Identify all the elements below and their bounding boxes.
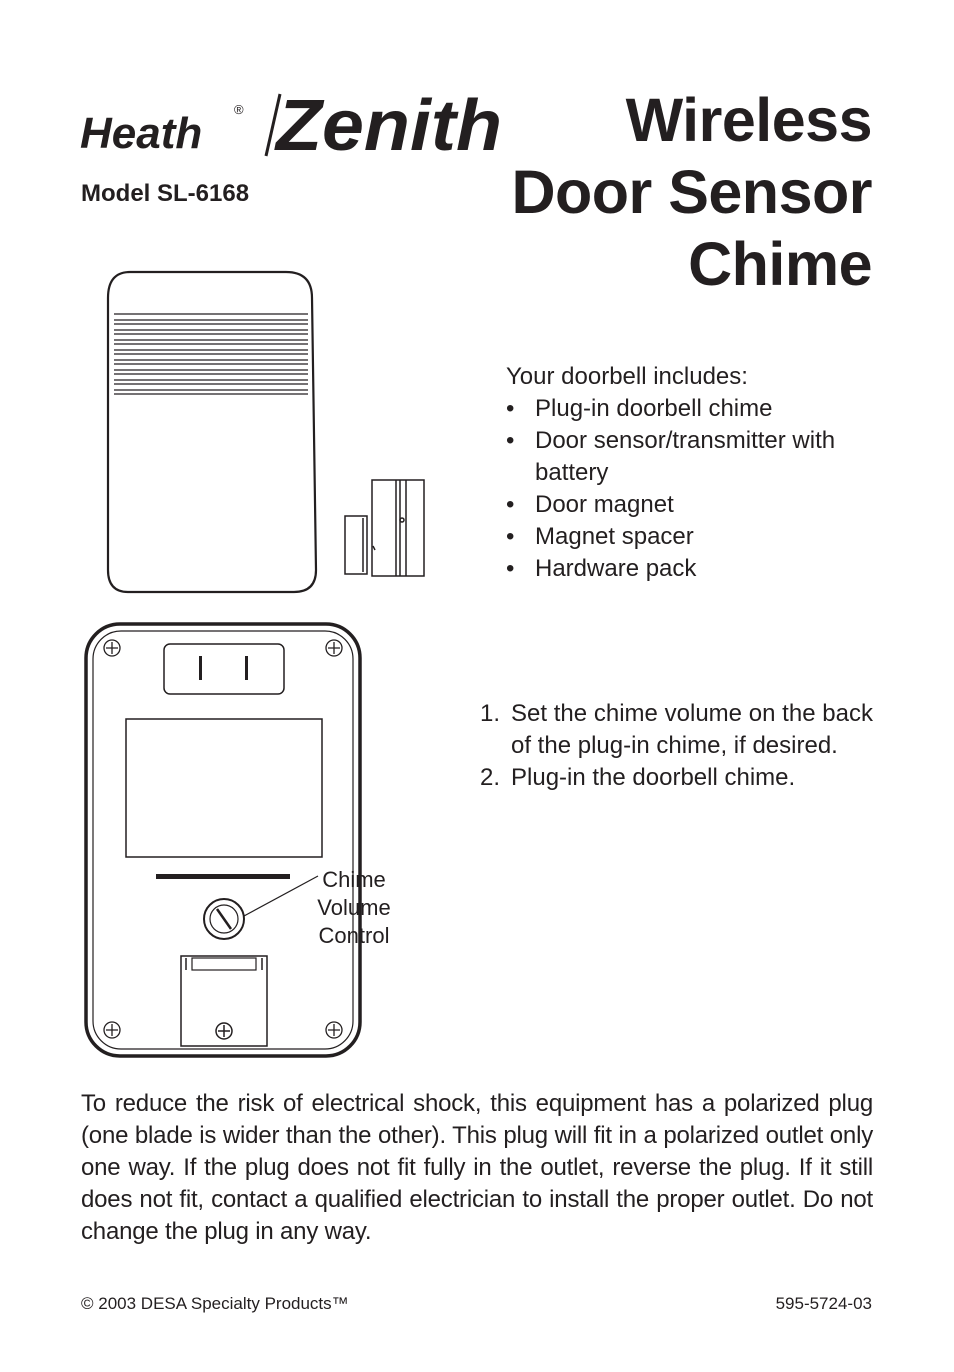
chime-volume-control-label: Chime Volume Control [304, 866, 404, 950]
setup-steps: 1. Set the chime volume on the back of t… [480, 698, 873, 794]
registered-mark: ® [234, 102, 244, 117]
logo-divider [264, 93, 282, 157]
door-sensor-transmitter [371, 479, 425, 577]
copyright-notice: © 2003 DESA Specialty Products™ [81, 1294, 349, 1313]
label-area [125, 718, 323, 858]
callout-line: Control [318, 923, 390, 948]
chime-back-inner [92, 630, 354, 1050]
title-line-2: Door Sensor [511, 158, 872, 226]
chime-body [106, 270, 318, 594]
battery-door [180, 955, 268, 1047]
step-item: 1. Set the chime volume on the back of t… [480, 698, 873, 762]
volume-knob-icon [203, 898, 245, 940]
step-number: 1. [480, 700, 501, 727]
list-item: Magnet spacer [506, 521, 876, 553]
title-line-3: Chime [688, 230, 872, 298]
list-item: Plug-in doorbell chime [506, 393, 876, 425]
step-number: 2. [480, 764, 501, 791]
door-magnet [344, 515, 376, 575]
heath-zenith-logo: Heath ® Zenith [80, 86, 502, 162]
package-contents: Your doorbell includes: Plug-in doorbell… [506, 361, 876, 585]
part-number: 595-5724-03 [775, 1294, 872, 1313]
speaker-grille [114, 313, 308, 395]
list-item: Door sensor/transmitter with battery [506, 425, 876, 489]
slot [156, 874, 290, 879]
list-item: Door magnet [506, 489, 876, 521]
step-text: Set the chime volume on the back of the … [511, 700, 873, 759]
step-text: Plug-in the doorbell chime. [511, 764, 796, 791]
callout-leader-line [243, 875, 319, 917]
package-contents-list: Plug-in doorbell chime Door sensor/trans… [506, 393, 876, 585]
chime-back-illustration [84, 622, 362, 1058]
corner-screw-icon [103, 639, 343, 1039]
chime-back-outer [84, 622, 362, 1058]
logo-text-zenith: Zenith [274, 86, 502, 162]
list-item: Hardware pack [506, 553, 876, 585]
title-line-1: Wireless [625, 86, 873, 154]
model-number: Model SL-6168 [81, 180, 250, 207]
callout-line: Volume [317, 895, 391, 920]
step-item: 2. Plug-in the doorbell chime. [480, 762, 873, 794]
polarized-plug-warning: To reduce the risk of electrical shock, … [81, 1090, 873, 1245]
logo-text-heath: Heath [80, 109, 202, 158]
package-contents-heading: Your doorbell includes: [506, 363, 748, 390]
page-title: Wireless Door Sensor Chime [511, 84, 872, 300]
chime-front-illustration [106, 270, 425, 594]
plug-prongs [163, 643, 285, 695]
callout-line: Chime [322, 867, 386, 892]
